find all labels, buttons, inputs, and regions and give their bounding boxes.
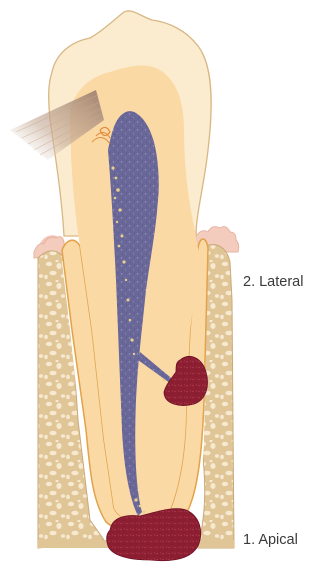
apical-label: 1. Apical [243,532,298,548]
lateral-label: 2. Lateral [243,274,303,290]
